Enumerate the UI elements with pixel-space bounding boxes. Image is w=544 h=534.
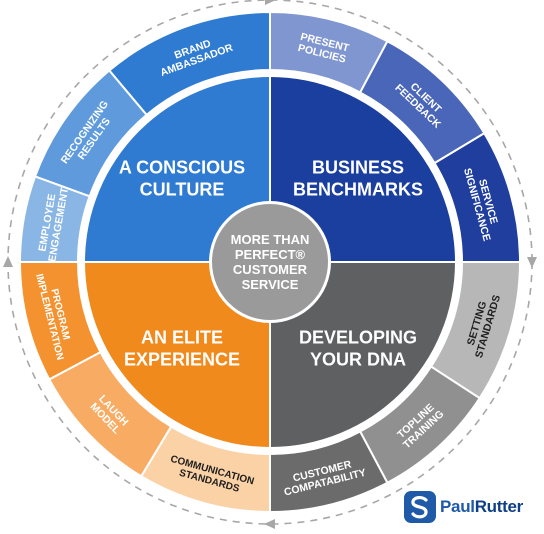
quadrant-label-conscious: CULTURE (140, 179, 225, 199)
center-label: CUSTOMER (233, 262, 308, 277)
center-label: MORE THAN (231, 232, 310, 247)
logo-s-icon (404, 491, 436, 523)
logo-rutter-text: Rutter (474, 497, 524, 516)
center-label: SERVICE (242, 277, 299, 292)
quadrant-label-business: BUSINESS (312, 157, 404, 177)
center-label: PERFECT® (235, 247, 306, 262)
logo-paul-text: Paul (440, 497, 475, 516)
quadrant-business (270, 77, 455, 262)
quadrant-label-dna: YOUR DNA (310, 349, 406, 369)
outer-ring: BRANDAMBASSADORRECOGNIZINGRESULTSEMPLOYE… (18, 10, 522, 514)
quadrant-conscious (85, 77, 270, 262)
segment-recognizing-results (33, 69, 148, 198)
quadrant-label-dna: DEVELOPING (299, 327, 417, 347)
quadrant-label-business: BENCHMARKS (293, 179, 423, 199)
center-circle (212, 204, 328, 320)
quadrant-dna (270, 262, 455, 447)
arrowhead-right (527, 257, 537, 268)
quadrant-label-elite: EXPERIENCE (124, 349, 240, 369)
arrowhead-top (265, 0, 276, 5)
quadrant-label-elite: AN ELITE (141, 327, 223, 347)
quadrants (85, 77, 455, 447)
paulrutter-logo: PaulRutter (404, 489, 523, 525)
quadrant-label-conscious: A CONSCIOUS (119, 157, 245, 177)
segment-employee-engagement (18, 175, 91, 263)
arrowhead-bottom (264, 519, 275, 529)
logo-wordmark: PaulRutter (440, 497, 523, 517)
quadrant-elite (85, 262, 270, 447)
arrowhead-left (3, 256, 13, 267)
